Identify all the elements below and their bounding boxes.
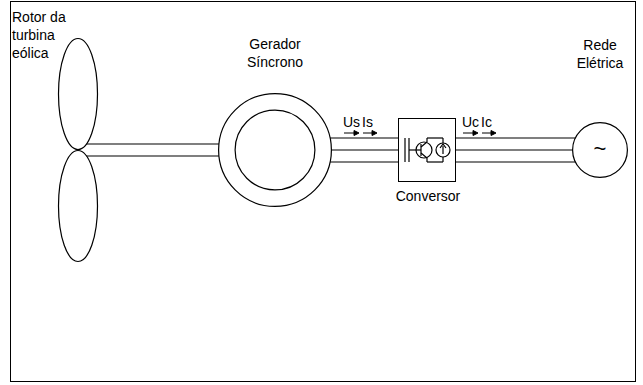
- connector-line: [456, 149, 573, 150]
- blade: [59, 39, 98, 150]
- generator-circle: Gerador Síncrono: [218, 93, 332, 207]
- three-phase-line: [456, 138, 575, 162]
- connector-line: [78, 155, 219, 156]
- turbine-rotor: Rotor da turbina eólica: [58, 38, 98, 262]
- connector-line: [78, 143, 219, 144]
- blade: [59, 151, 98, 262]
- connector-line: [330, 161, 398, 162]
- direction-arrows: [344, 131, 496, 136]
- outer-circle: [573, 123, 628, 178]
- three-phase-line: [330, 138, 398, 162]
- outer-circle: [219, 94, 332, 207]
- rotor-circle: [235, 110, 315, 190]
- connector-line: [456, 161, 575, 162]
- frame: [11, 2, 636, 382]
- node-heading: Conversor: [388, 187, 468, 205]
- grid-circle: Rede Elétrica~: [572, 122, 628, 178]
- ac-symbol: ~: [594, 138, 607, 160]
- signal-name: Ic: [481, 114, 492, 130]
- node-heading: Rotor da turbina eólica: [12, 8, 76, 62]
- rotor-blades: [58, 38, 98, 262]
- converter-box: Conversor: [398, 118, 456, 182]
- signal-name: Uc: [462, 114, 479, 130]
- node-heading: Gerador Síncrono: [235, 35, 315, 71]
- converter-symbol: [405, 138, 450, 162]
- connector-line: [331, 149, 398, 150]
- shaft: [78, 144, 219, 156]
- connector-line: [456, 137, 575, 138]
- signal-name: Us: [343, 114, 360, 130]
- node-heading: Rede Elétrica: [570, 36, 630, 72]
- connector-line: [330, 137, 398, 138]
- circle-outline: [218, 93, 332, 207]
- signal-name: Is: [362, 114, 373, 130]
